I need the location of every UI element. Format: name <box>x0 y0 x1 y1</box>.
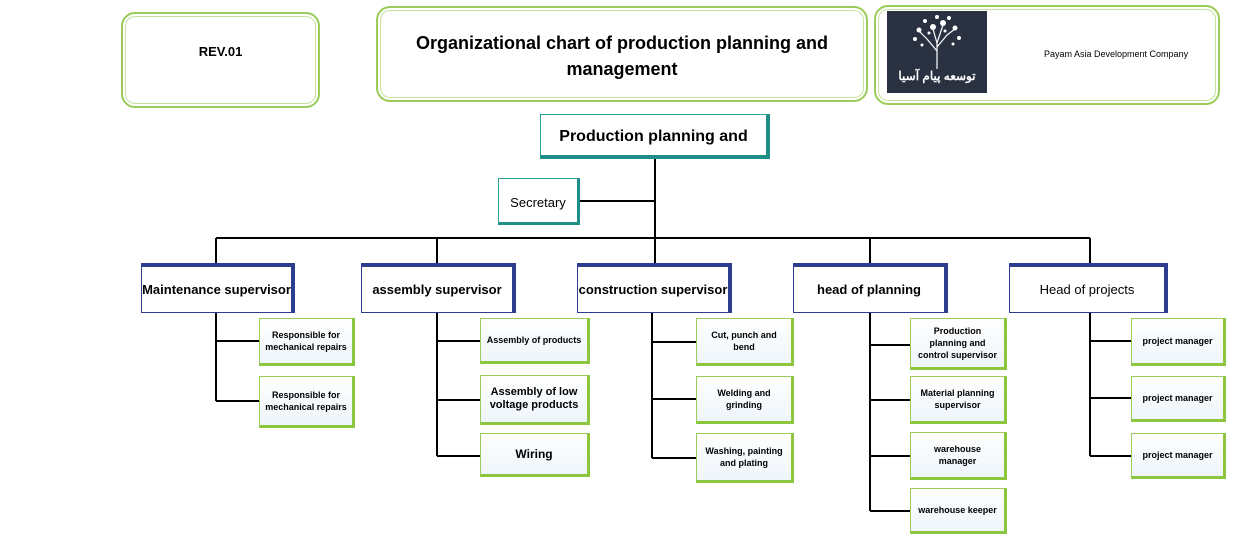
maintenance-supervisor-node: Maintenance supervisor <box>141 263 295 313</box>
logo-text: توسعه پیام آسیا <box>898 69 976 83</box>
head-of-planning-node: head of planning <box>793 263 948 313</box>
logo-box: توسعه پیام آسیا Payam Asia Development C… <box>874 5 1220 105</box>
maintenance-child-1: Responsible for mechanical repairs <box>259 318 355 366</box>
assembly-child-3: Wiring <box>480 433 590 477</box>
projects-child-2: project manager <box>1131 376 1226 422</box>
assembly-supervisor-node: assembly supervisor <box>361 263 516 313</box>
projects-child-1: project manager <box>1131 318 1226 366</box>
tree-icon <box>913 15 961 69</box>
maintenance-child-2: Responsible for mechanical repairs <box>259 376 355 428</box>
planning-child-4: warehouse keeper <box>910 488 1007 534</box>
construction-child-1: Cut, punch and bend <box>696 318 794 366</box>
planning-child-1: Production planning and control supervis… <box>910 318 1007 370</box>
title-box: Organizational chart of production plann… <box>376 6 868 102</box>
construction-child-3: Washing, painting and plating <box>696 433 794 483</box>
revision-label: REV.01 <box>198 44 243 59</box>
assembly-child-2: Assembly of low voltage products <box>480 375 590 425</box>
planning-child-3: warehouse manager <box>910 432 1007 480</box>
construction-supervisor-node: construction supervisor <box>577 263 732 313</box>
root-node: Production planning and <box>540 114 770 159</box>
revision-box: REV.01 <box>121 12 320 108</box>
assembly-child-1: Assembly of products <box>480 318 590 364</box>
company-logo: توسعه پیام آسیا <box>887 11 987 93</box>
projects-child-3: project manager <box>1131 433 1226 479</box>
page-title: Organizational chart of production plann… <box>416 33 828 79</box>
company-name: Payam Asia Development Company <box>1044 49 1189 59</box>
construction-child-2: Welding and grinding <box>696 376 794 424</box>
secretary-node: Secretary <box>498 178 580 225</box>
planning-child-2: Material planning supervisor <box>910 376 1007 424</box>
head-of-projects-node: Head of projects <box>1009 263 1168 313</box>
